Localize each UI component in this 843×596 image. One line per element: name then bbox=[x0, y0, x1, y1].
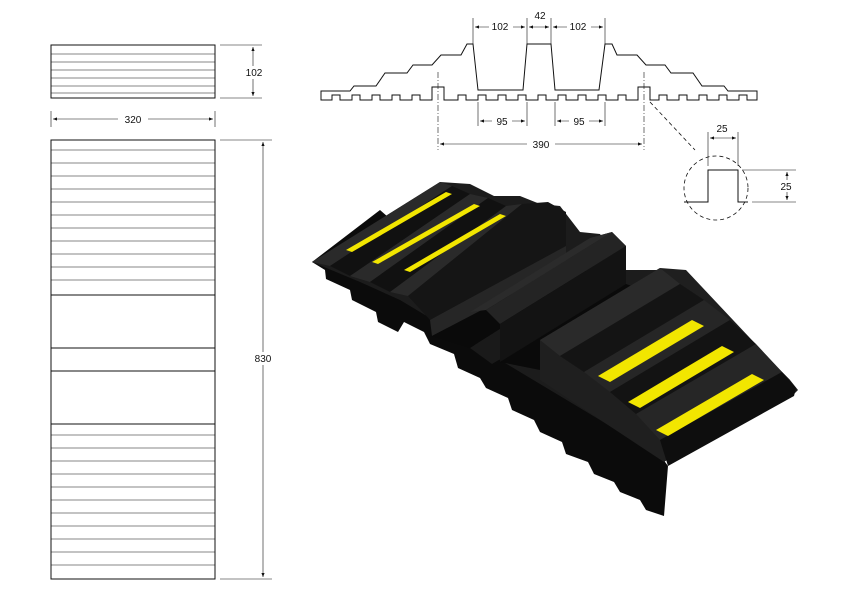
stripe-right-2 bbox=[628, 346, 734, 408]
profile-view bbox=[320, 43, 758, 101]
stripe-left-2 bbox=[372, 204, 480, 264]
dim-390-label: 390 bbox=[533, 140, 550, 151]
dim-320-label: 320 bbox=[125, 115, 142, 126]
dimension-end-view-height: 102 bbox=[220, 44, 266, 99]
dim-95-left-label: 95 bbox=[496, 117, 508, 128]
profile-bottom-dimensions: 95 95 390 bbox=[440, 102, 642, 151]
plan-view bbox=[50, 139, 216, 580]
dim-830-label: 830 bbox=[255, 354, 272, 365]
center-lines bbox=[437, 72, 645, 150]
dim-102-label: 102 bbox=[246, 68, 263, 79]
stripe-right-3 bbox=[656, 374, 764, 436]
detail-leader bbox=[649, 101, 696, 151]
stripe-left-1 bbox=[346, 192, 452, 252]
dim-42-label: 42 bbox=[534, 11, 546, 22]
dim-95-right-label: 95 bbox=[573, 117, 585, 128]
end-view bbox=[50, 44, 216, 99]
stripe-left-3 bbox=[404, 214, 506, 272]
dim-102-right-label: 102 bbox=[570, 22, 587, 33]
dimension-width: 320 bbox=[50, 111, 216, 127]
ramp-3d-render bbox=[312, 182, 798, 516]
profile-top-dimensions: 102 42 102 bbox=[472, 11, 606, 44]
dim-102-left-label: 102 bbox=[492, 22, 509, 33]
stripe-right-1 bbox=[598, 320, 704, 382]
detail-view: 25 25 bbox=[683, 124, 797, 221]
dimension-length: 830 bbox=[220, 139, 276, 580]
dim-25-height-label: 25 bbox=[780, 182, 792, 193]
dim-25-width-label: 25 bbox=[716, 124, 728, 135]
